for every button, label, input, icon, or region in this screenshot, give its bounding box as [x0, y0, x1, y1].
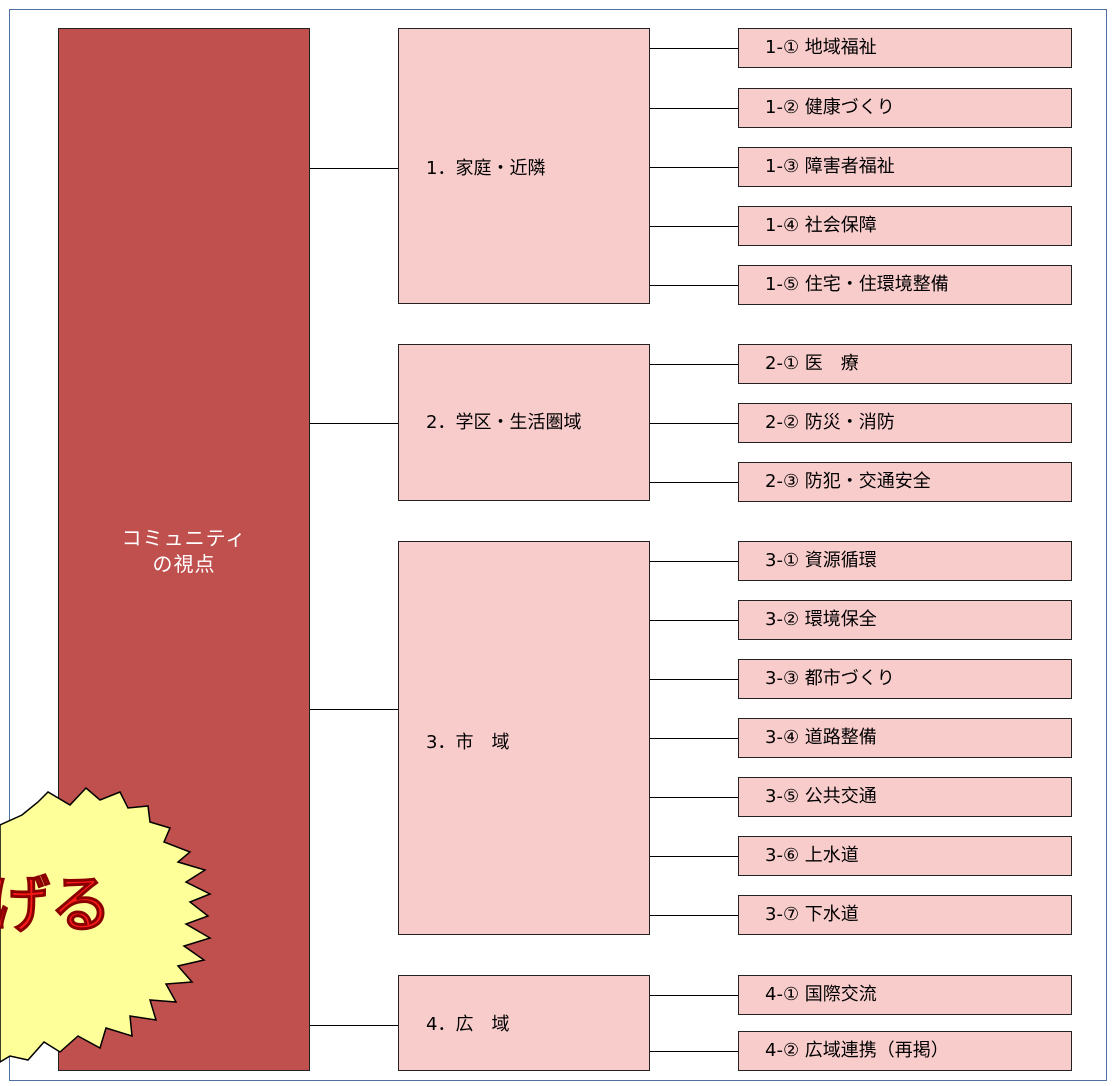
leaf-item: 2-③ 防犯・交通安全 [738, 462, 1072, 502]
leaf-item: 1-③ 障害者福祉 [738, 147, 1072, 187]
leaf-item: 4-② 広域連携（再掲） [738, 1031, 1072, 1071]
leaf-item: 3-① 資源循環 [738, 541, 1072, 581]
leaf-item: 3-⑦ 下水道 [738, 895, 1072, 935]
connector-root-group-3 [310, 709, 398, 710]
leaf-item: 1-④ 社会保障 [738, 206, 1072, 246]
connector-leaf [650, 364, 738, 365]
leaf-item: 1-⑤ 住宅・住環境整備 [738, 265, 1072, 305]
leaf-item: 3-⑥ 上水道 [738, 836, 1072, 876]
leaf-item: 3-⑤ 公共交通 [738, 777, 1072, 817]
group-node-1 [398, 28, 650, 304]
connector-leaf [650, 108, 738, 109]
group-label-4: 4．広 域 [426, 1014, 510, 1035]
connector-leaf [650, 995, 738, 996]
leaf-item: 3-③ 都市づくり [738, 659, 1072, 699]
root-node-label: コミュニティ の視点 [121, 526, 247, 576]
connector-leaf [650, 679, 738, 680]
connector-leaf [650, 48, 738, 49]
connector-leaf [650, 423, 738, 424]
connector-leaf [650, 1051, 738, 1052]
leaf-item: 2-① 医 療 [738, 344, 1072, 384]
connector-leaf [650, 167, 738, 168]
group-node-4 [398, 975, 650, 1071]
group-label-1: 1．家庭・近隣 [426, 158, 546, 179]
connector-root-group-1 [310, 168, 398, 169]
starburst-shape [0, 786, 212, 1063]
leaf-item: 3-④ 道路整備 [738, 718, 1072, 758]
connector-leaf [650, 738, 738, 739]
connector-leaf [650, 915, 738, 916]
connector-leaf [650, 561, 738, 562]
callout-text: げる [0, 868, 113, 941]
leaf-item: 3-② 環境保全 [738, 600, 1072, 640]
leaf-item: 1-② 健康づくり [738, 88, 1072, 128]
connector-leaf [650, 285, 738, 286]
connector-leaf [650, 482, 738, 483]
connector-leaf [650, 856, 738, 857]
connector-leaf [650, 797, 738, 798]
connector-root-group-2 [310, 423, 398, 424]
leaf-item: 1-① 地域福祉 [738, 28, 1072, 68]
connector-root-group-4 [310, 1025, 398, 1026]
starburst-callout [0, 786, 212, 1063]
group-node-2 [398, 344, 650, 501]
leaf-item: 2-② 防災・消防 [738, 403, 1072, 443]
connector-leaf [650, 620, 738, 621]
leaf-item: 4-① 国際交流 [738, 975, 1072, 1015]
group-label-2: 2．学区・生活圏域 [426, 412, 582, 433]
connector-leaf [650, 226, 738, 227]
group-label-3: 3．市 域 [426, 732, 510, 753]
group-node-3 [398, 541, 650, 935]
